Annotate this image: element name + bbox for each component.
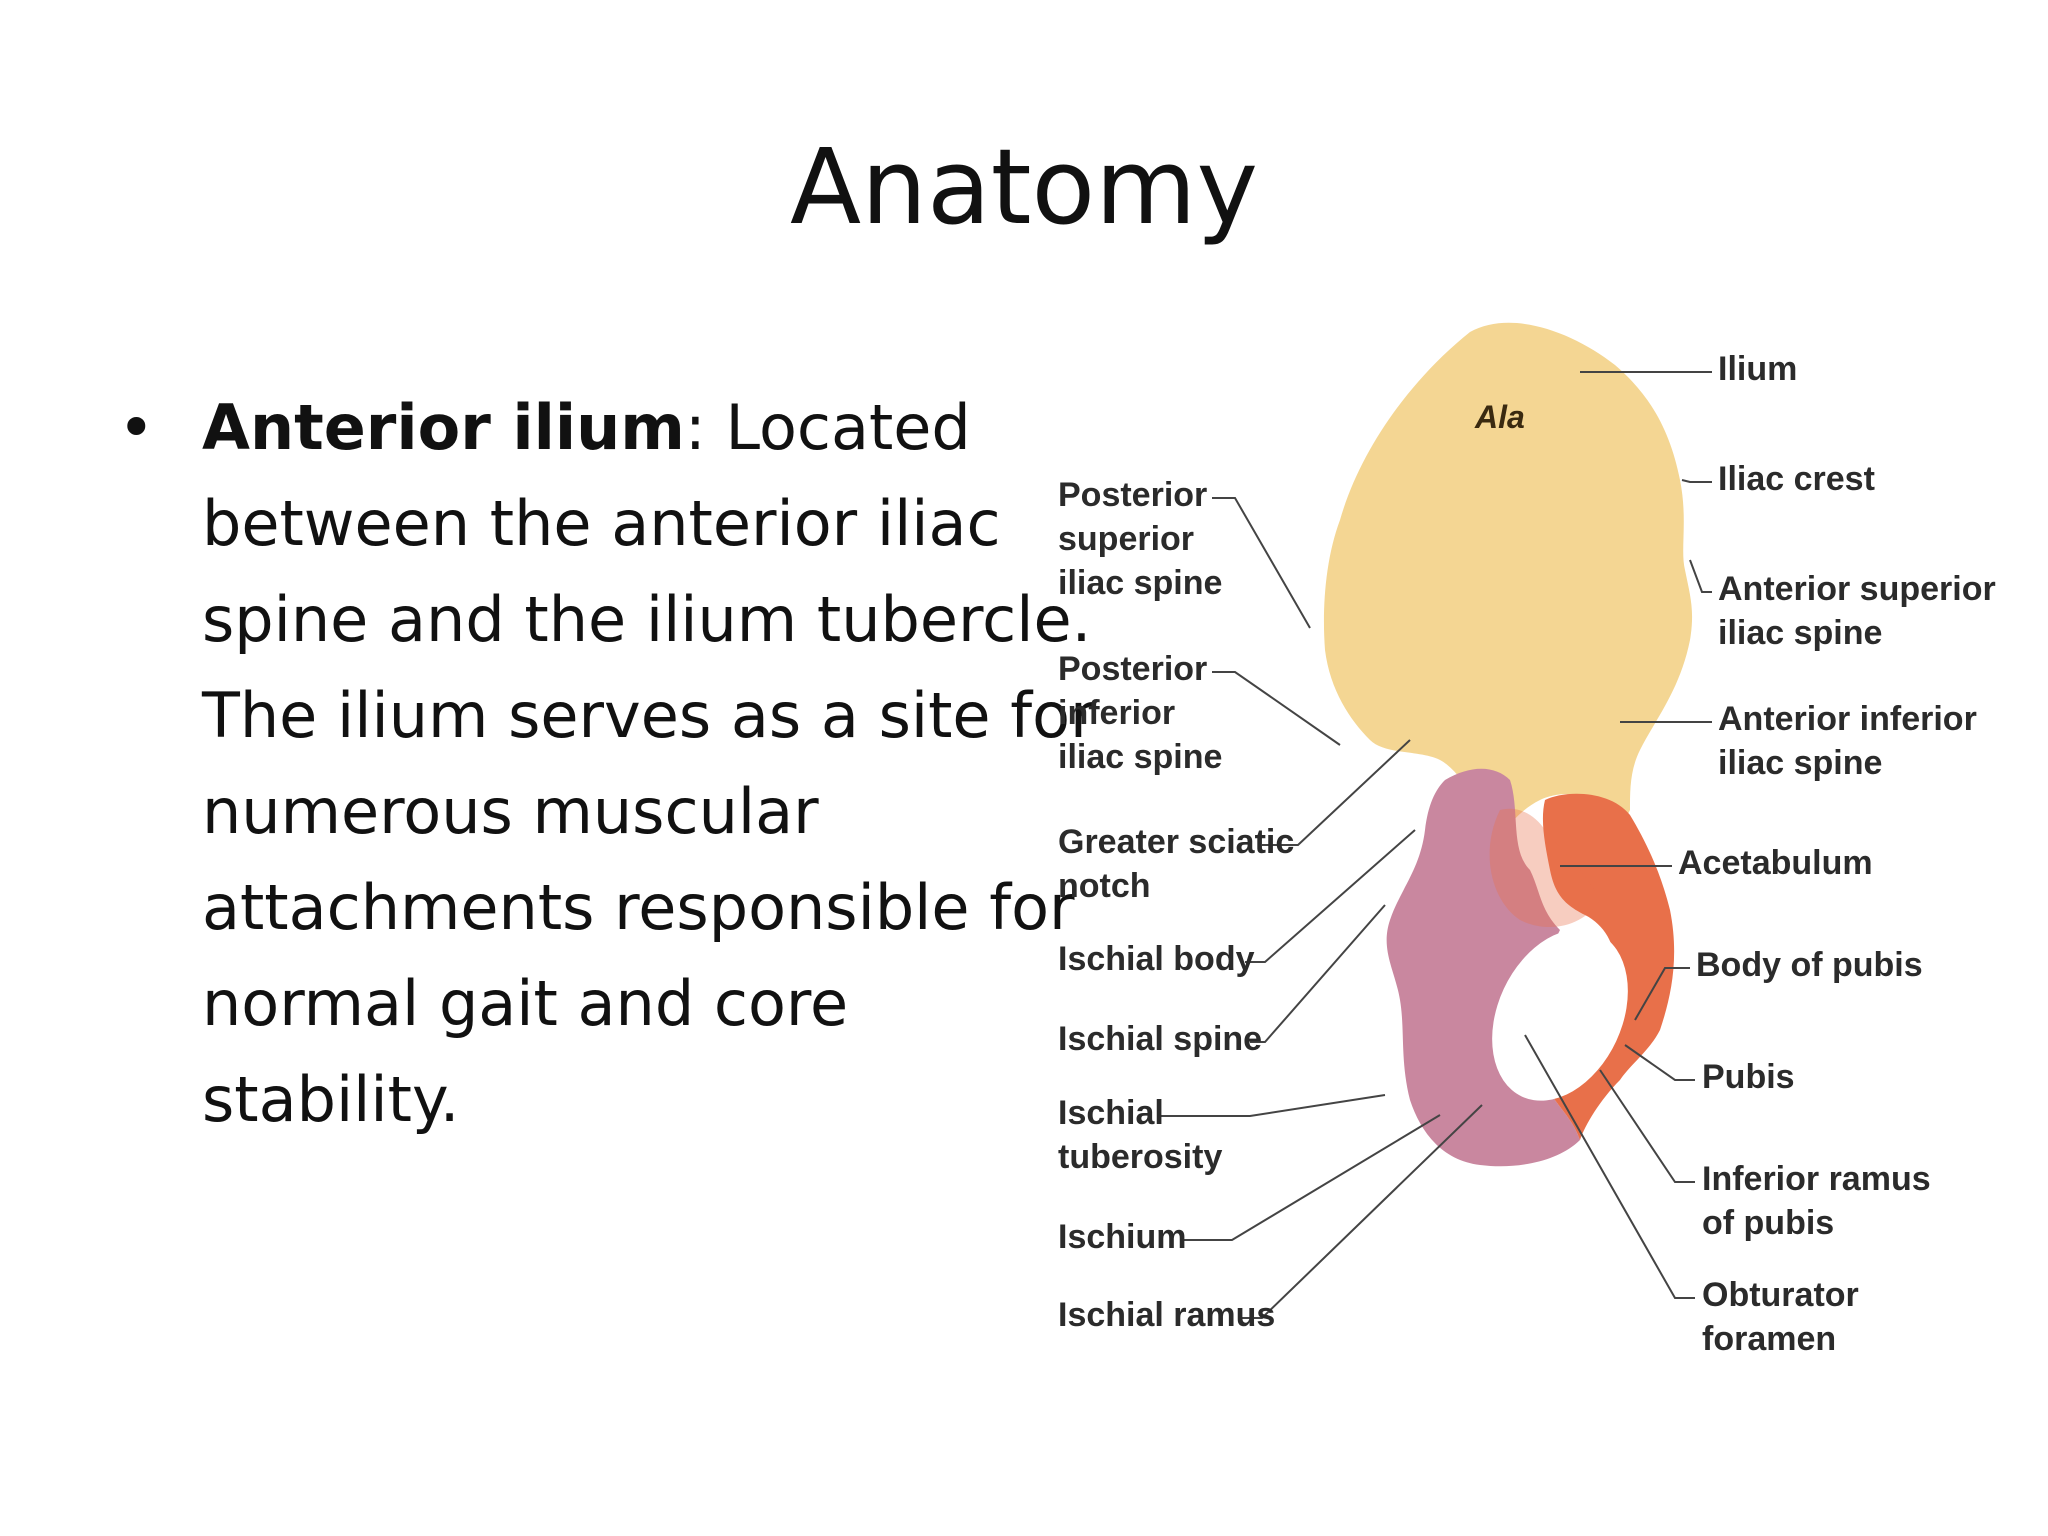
leader-line <box>1180 1114 1441 1241</box>
right-leader-lines <box>1524 371 1712 1299</box>
bullet-body: : Located between the anterior iliac spi… <box>202 391 1096 1136</box>
ilium-shape <box>1323 322 1693 830</box>
obturator-foramen-shape <box>1492 929 1628 1101</box>
right-label-2: Iliac crest <box>1718 460 1875 498</box>
acetabulum-shape <box>1489 808 1600 928</box>
right-label-6: Body of pubis <box>1696 946 1923 984</box>
leader-line <box>1634 967 1690 1021</box>
leader-line <box>1250 904 1386 1043</box>
left-label-4: Ischial body <box>1058 940 1255 978</box>
right-label-1: Ilium <box>1718 350 1797 388</box>
left-leader-lines <box>1158 497 1483 1319</box>
left-label-8: Ischial ramus <box>1058 1296 1275 1334</box>
bullet-item: • Anterior ilium: Located between the an… <box>118 380 1096 1148</box>
leader-line <box>1245 829 1416 963</box>
leader-line <box>1262 739 1411 846</box>
leader-line <box>1212 671 1341 746</box>
ala-label: Ala <box>1474 399 1525 435</box>
leader-line <box>1240 1104 1483 1319</box>
leader-line <box>1158 1094 1386 1117</box>
left-label-5: Ischial spine <box>1058 1020 1262 1058</box>
leader-line <box>1212 497 1311 629</box>
bullet-dot: • <box>118 391 155 464</box>
leader-line <box>1681 479 1712 483</box>
slide-title: Anatomy <box>789 126 1259 248</box>
bullet-text: Anterior ilium: Located between the ante… <box>202 380 1102 1148</box>
left-label-7: Ischium <box>1058 1218 1186 1256</box>
bullet-term: Anterior ilium <box>202 391 685 464</box>
leader-line <box>1599 1069 1695 1183</box>
leader-line <box>1624 1044 1695 1081</box>
leader-line <box>1689 559 1712 593</box>
leader-line <box>1524 1034 1695 1299</box>
right-label-7: Pubis <box>1702 1058 1795 1096</box>
right-label-5: Acetabulum <box>1678 844 1873 882</box>
